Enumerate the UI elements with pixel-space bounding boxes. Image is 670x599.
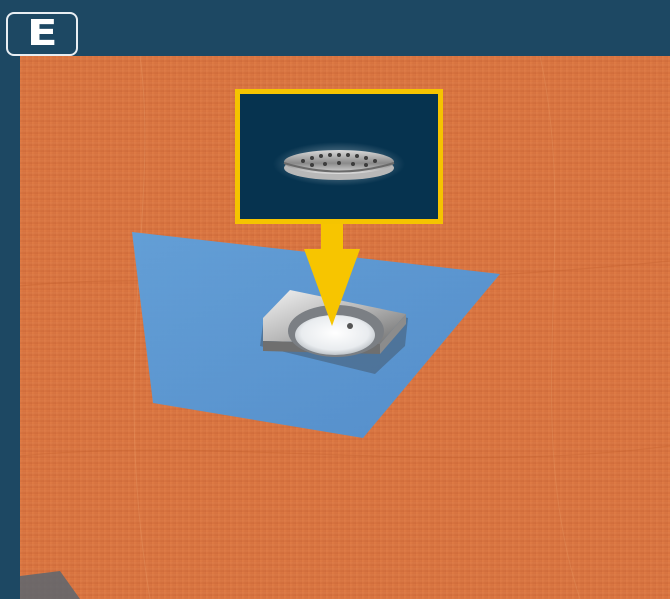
step-badge: E: [6, 12, 78, 56]
step-letter: E: [27, 16, 58, 52]
drain-grate-icon: [273, 142, 405, 186]
callout-box: [235, 89, 443, 224]
